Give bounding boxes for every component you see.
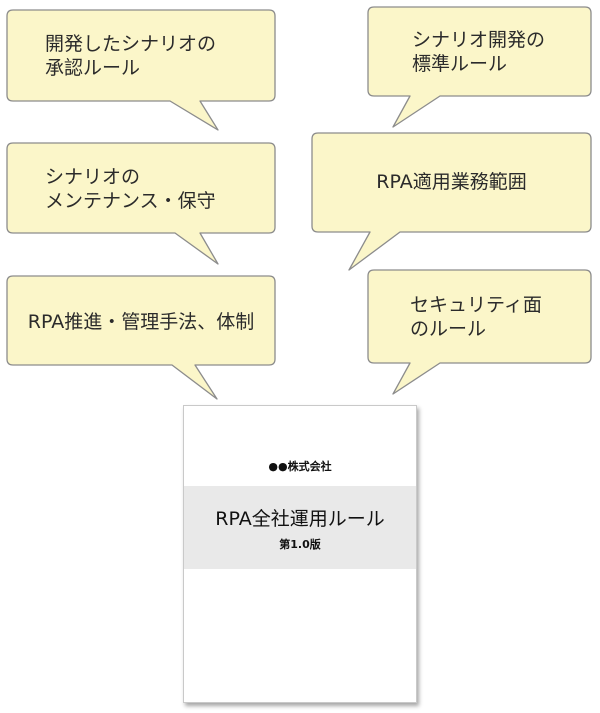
bubble-line: メンテナンス・保守 bbox=[45, 190, 216, 212]
document-version: 第1.0版 bbox=[279, 538, 321, 551]
bubble-text-maintenance: シナリオの メンテナンス・保守 bbox=[45, 165, 216, 213]
bubble-text-approval-rules: 開発したシナリオの 承認ルール bbox=[45, 32, 216, 80]
bubble-line: のルール bbox=[410, 318, 487, 340]
bubble-line: 標準ルール bbox=[412, 53, 508, 75]
callout-bubble-governance bbox=[6, 275, 276, 400]
bubble-line: 承認ルール bbox=[45, 57, 141, 79]
callout-bubble-approval-rules bbox=[6, 9, 276, 131]
bubble-text-governance: RPA推進・管理手法、体制 bbox=[7, 310, 275, 334]
bubble-line: RPA推進・管理手法、体制 bbox=[27, 311, 255, 333]
rules-document: ●●株式会社 RPA全社運用ルール 第1.0版 bbox=[183, 405, 417, 703]
document-company-name: ●●株式会社 bbox=[268, 460, 332, 473]
bubble-line: シナリオの bbox=[45, 166, 141, 188]
bubble-text-scope: RPA適用業務範囲 bbox=[312, 170, 591, 194]
bubble-text-security: セキュリティ面 のルール bbox=[410, 293, 542, 341]
bubble-line: RPA適用業務範囲 bbox=[376, 171, 527, 193]
bubble-line: シナリオ開発の bbox=[412, 29, 546, 51]
callout-bubble-development-standard bbox=[367, 6, 592, 128]
callout-bubble-security bbox=[367, 269, 592, 395]
document-title: RPA全社運用ルール bbox=[215, 508, 385, 530]
bubble-line: セキュリティ面 bbox=[410, 294, 542, 316]
callout-bubble-maintenance bbox=[6, 142, 276, 265]
document-title-band: RPA全社運用ルール 第1.0版 bbox=[184, 486, 416, 569]
bubble-line: 開発したシナリオの bbox=[45, 33, 217, 55]
bubble-text-development-standard: シナリオ開発の 標準ルール bbox=[412, 28, 545, 76]
callout-bubble-scope bbox=[311, 132, 592, 271]
